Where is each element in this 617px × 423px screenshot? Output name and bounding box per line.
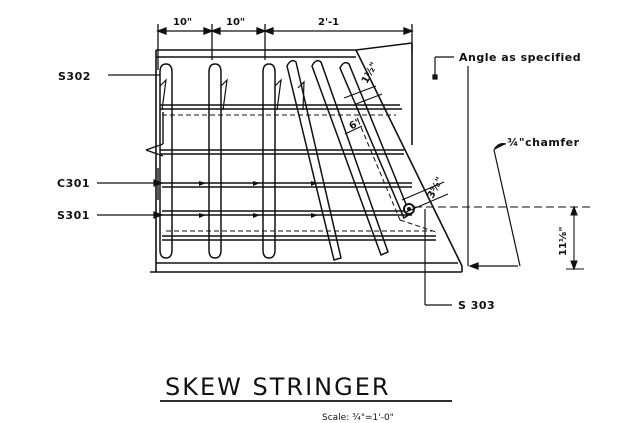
label-angle: Angle as specified: [459, 51, 581, 64]
s303-callout: [424, 209, 452, 306]
label-s302: S302: [58, 70, 91, 83]
dim-skew-2: 6": [348, 117, 364, 133]
skew-dimension-lines: [343, 85, 449, 213]
dim-top-3: 2'-1: [318, 17, 339, 28]
stringer-outline: [150, 42, 463, 273]
skew-stirrups: [286, 59, 411, 261]
longitudinal-bars: [160, 104, 436, 241]
angle-callout: [432, 56, 469, 266]
label-s303: S 303: [458, 299, 495, 312]
label-s301: S301: [57, 209, 90, 222]
drawing-title: SKEW STRINGER: [165, 373, 391, 401]
label-c301: C301: [57, 177, 90, 190]
stirrup-hooks: [159, 78, 282, 111]
chamfer-callout: [468, 143, 521, 270]
label-chamfer: ¾"chamfer: [507, 136, 580, 149]
dim-cover: 3⅝": [426, 176, 446, 201]
top-dimension-line: [156, 24, 414, 70]
skew-hooks: [297, 80, 305, 111]
dim-top-2: 10": [226, 17, 245, 28]
stirrups: [159, 63, 276, 259]
drawing-scale: Scale: ¾"=1'-0": [322, 413, 394, 423]
height-dimension: [414, 205, 590, 271]
hidden-lines: [162, 114, 437, 233]
dim-top-1: 10": [173, 17, 192, 28]
dim-height: 11⅛": [558, 227, 569, 256]
label-leaders: [97, 74, 164, 219]
bar-markers: [199, 181, 318, 218]
